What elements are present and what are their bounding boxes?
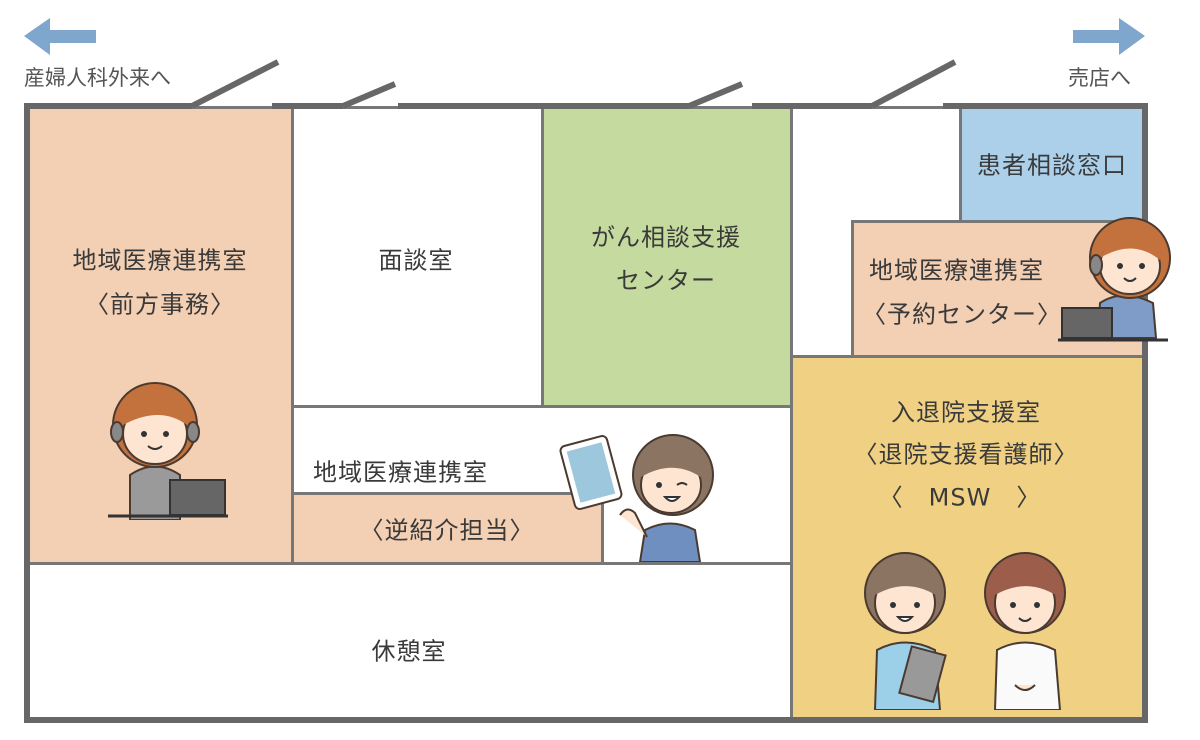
discharge-subtitle-nurse: 〈退院支援看護師〉 [853,440,1079,469]
room-lounge [26,562,793,721]
cancer-support-subtitle: センター [616,266,716,295]
laptop-icon [1061,307,1113,339]
reverse-referral-subtitle: 〈逆紹介担当〉 [359,516,535,545]
arrow-left-icon [24,18,96,55]
discharge-title: 入退院支援室 [891,398,1041,427]
operator-illustration-reservation [1058,217,1171,342]
door [341,81,397,109]
room-reverse-referral-desk [291,492,604,565]
discharge-subtitle-msw: 〈 MSW 〉 [878,483,1042,512]
laptop-icon [169,479,226,516]
front-office-subtitle: 〈前方事務〉 [85,290,235,319]
door [870,59,957,109]
lounge-label: 休憩室 [371,637,447,666]
reservation-title: 地域医療連携室 [869,256,1044,285]
front-office-title: 地域医療連携室 [72,246,248,275]
door [190,59,280,109]
patient-consult-label: 患者相談窓口 [977,151,1127,180]
arrow-right-icon [1073,18,1145,55]
cancer-support-title: がん相談支援 [591,223,741,252]
clipboard-icon [898,645,947,704]
room-discharge-support [790,355,1145,721]
msw-illustration [984,552,1066,710]
interview-room-label: 面談室 [378,246,454,275]
outer-wall [24,103,1148,723]
room-interview [291,106,544,408]
nurse-illustration [864,552,947,710]
staff-illustration-reverse-referral [559,434,714,562]
nav-to-shop[interactable]: 売店へ [1068,66,1131,90]
door [687,81,744,109]
reservation-subtitle: 〈予約センター〉 [862,300,1062,329]
nav-to-obstetrics[interactable]: 産婦人科外来へ [24,66,171,90]
reverse-referral-title: 地域医療連携室 [313,458,488,487]
operator-illustration-front-office [108,382,228,520]
